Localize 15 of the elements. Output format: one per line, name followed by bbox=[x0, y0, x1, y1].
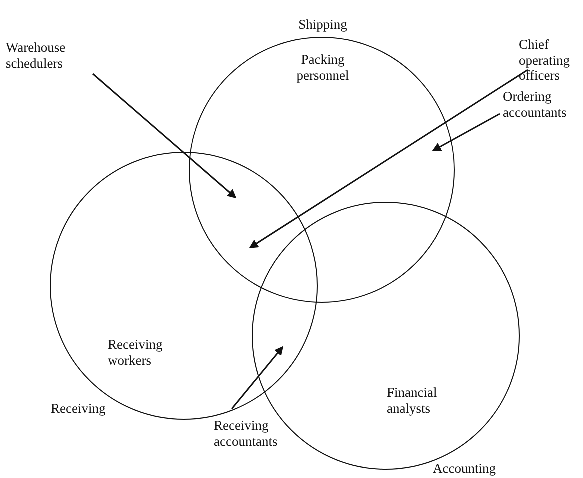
leader-arrow bbox=[231, 346, 284, 410]
set-circle bbox=[50, 152, 318, 420]
set-label: Financial analysts bbox=[387, 385, 438, 416]
set-label: Accounting bbox=[433, 461, 497, 477]
set-label: Packing personnel bbox=[296, 52, 350, 84]
set-label: Receiving bbox=[51, 401, 107, 417]
callout-text: Warehouse schedulers bbox=[6, 40, 86, 72]
leader-arrow bbox=[92, 73, 237, 199]
callout-text: Chief operating officers bbox=[519, 37, 583, 84]
leader-arrow bbox=[249, 69, 528, 249]
callout-text: Receiving accountants bbox=[214, 418, 294, 450]
callout-text: Ordering accountants bbox=[503, 89, 583, 120]
set-label: Receiving workers bbox=[108, 337, 164, 368]
set-label: Shipping bbox=[298, 17, 348, 33]
leader-arrow bbox=[432, 113, 500, 152]
